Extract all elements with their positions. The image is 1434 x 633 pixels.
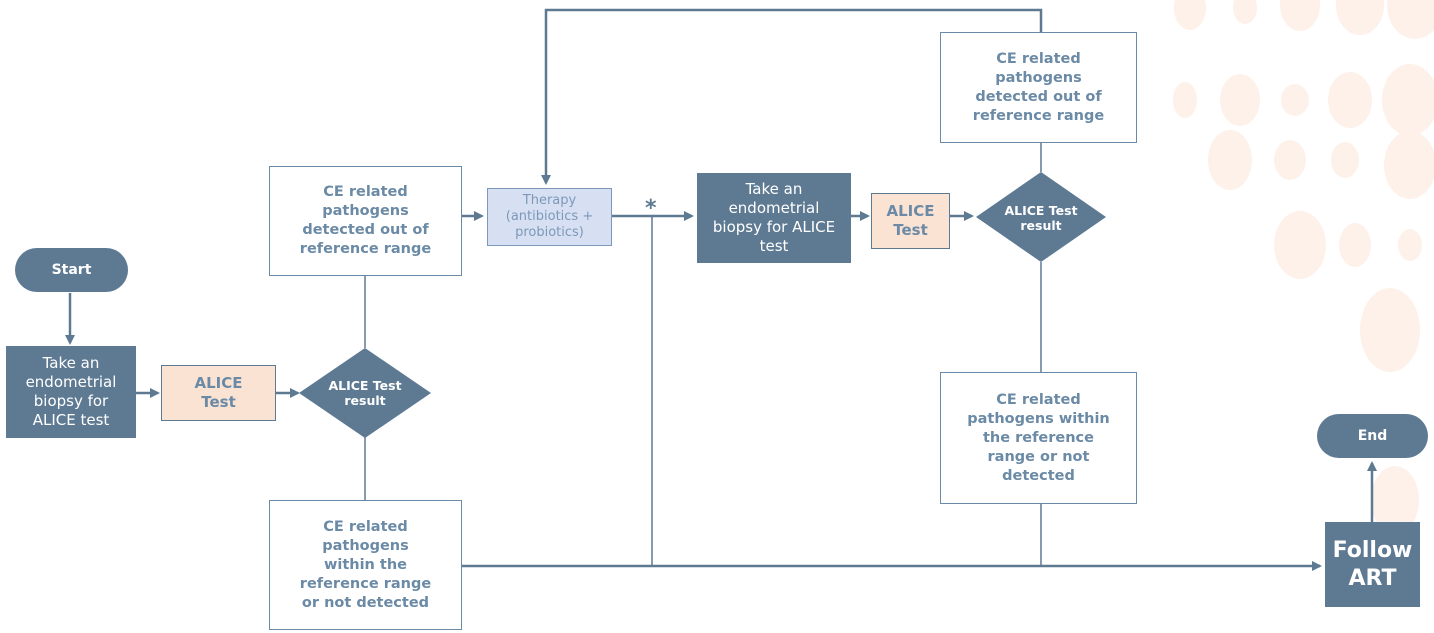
background-decoration bbox=[1173, 0, 1434, 534]
connectors bbox=[65, 8, 1377, 571]
ce-within-range-2: CE related pathogens within the referenc… bbox=[940, 372, 1137, 504]
start-node: Start bbox=[15, 248, 128, 292]
biopsy-step-1: Take an endometrial biopsy for ALICE tes… bbox=[6, 346, 136, 438]
alice-result-1-label: ALICE Test result bbox=[328, 378, 402, 408]
ce-out-of-range-1: CE related pathogens detected out of ref… bbox=[269, 166, 462, 276]
therapy-step: Therapy (antibiotics + probiotics) bbox=[487, 188, 612, 246]
decision-diamond-1 bbox=[299, 348, 431, 438]
biopsy-step-2: Take an endometrial biopsy for ALICE tes… bbox=[697, 173, 851, 263]
alice-result-2-label: ALICE Test result bbox=[1004, 203, 1078, 233]
alice-test-1: ALICE Test bbox=[161, 365, 276, 421]
decision-diamond-2 bbox=[976, 172, 1106, 262]
star-marker: * bbox=[645, 196, 657, 221]
follow-art-step: Follow ART bbox=[1325, 522, 1420, 607]
ce-out-of-range-2: CE related pathogens detected out of ref… bbox=[940, 32, 1137, 143]
ce-within-range-1: CE related pathogens within the referenc… bbox=[269, 500, 462, 630]
alice-test-2: ALICE Test bbox=[871, 193, 950, 249]
end-node: End bbox=[1317, 414, 1428, 458]
